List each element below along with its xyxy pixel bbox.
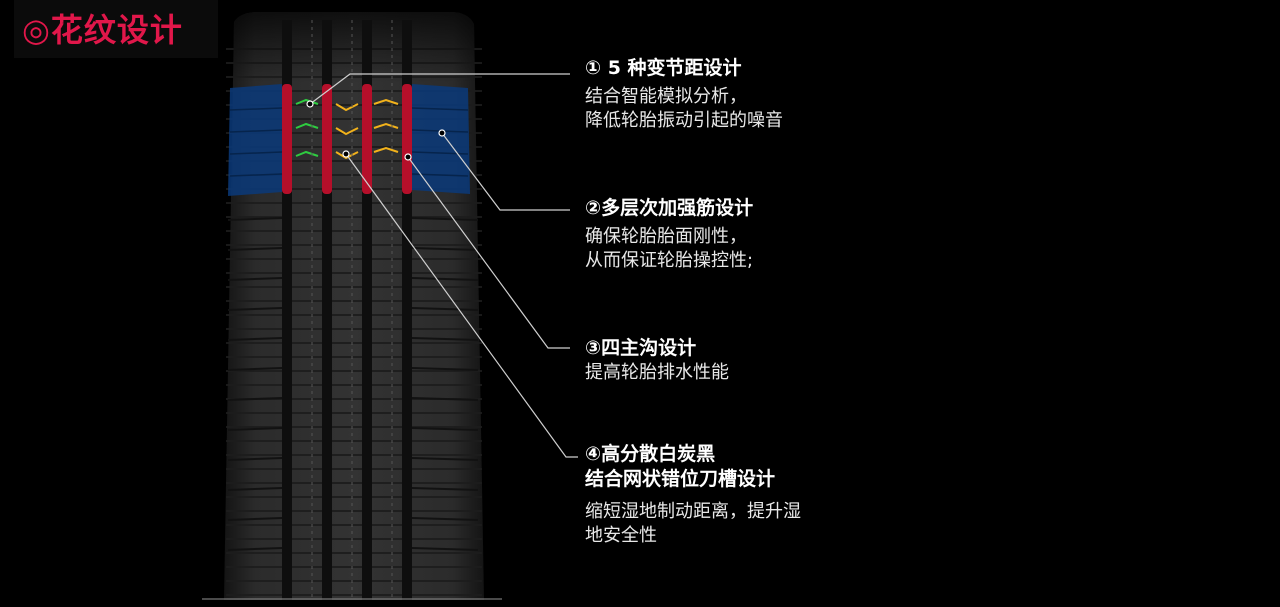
feature-desc-line: 提高轮胎排水性能	[585, 362, 729, 383]
pitch-marks	[335, 98, 399, 160]
rib-marks	[295, 98, 319, 157]
feature-heading: 结合网状错位刀槽设计	[585, 468, 776, 490]
page-title: ◎花纹设计	[22, 11, 183, 49]
leader-dots	[306, 100, 446, 161]
title-background	[14, 0, 218, 58]
feature-desc-line: 地安全性	[585, 525, 657, 546]
feature-four-grooves: ③四主沟设计 提高轮胎排水性能	[585, 336, 729, 385]
shoulder-sipes	[227, 217, 479, 551]
leader-lines	[309, 73, 578, 458]
feature-variable-pitch: ① 5 种变节距设计 结合智能模拟分析， 降低轮胎振动引起的噪音	[585, 56, 783, 133]
feature-reinforced-ribs: ②多层次加强筋设计 确保轮胎胎面刚性， 从而保证轮胎操控性;	[585, 196, 753, 273]
feature-desc-line: 从而保证轮胎操控性;	[585, 250, 754, 271]
feature-desc-line: 结合智能模拟分析，	[585, 86, 747, 107]
shoulder-highlight	[228, 84, 470, 196]
center-sipes	[311, 20, 393, 600]
feature-desc-line: 缩短湿地制动距离，提升湿	[585, 501, 801, 522]
main-grooves	[282, 20, 412, 600]
feature-desc-line: 降低轮胎振动引起的噪音	[585, 110, 783, 131]
feature-heading: ① 5 种变节距设计	[585, 57, 742, 79]
feature-heading: ③四主沟设计	[585, 337, 697, 359]
feature-silica-sipes: ④高分散白炭黑 结合网状错位刀槽设计 缩短湿地制动距离，提升湿 地安全性	[585, 442, 801, 548]
feature-heading: ④高分散白炭黑	[585, 443, 716, 465]
feature-desc-line: 确保轮胎胎面刚性，	[585, 226, 747, 247]
groove-highlight	[282, 84, 412, 194]
feature-heading: ②多层次加强筋设计	[585, 197, 754, 219]
